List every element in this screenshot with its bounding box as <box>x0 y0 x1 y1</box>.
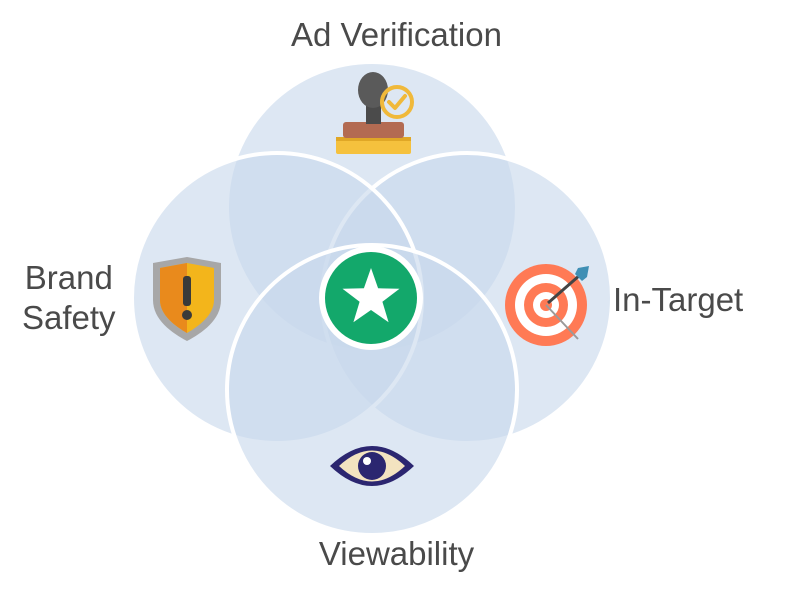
circle-viewability <box>225 243 519 537</box>
label-in-target: In-Target <box>613 281 744 318</box>
label-ad-verification: Ad Verification <box>291 16 502 53</box>
target-icon <box>505 264 589 346</box>
eye-icon <box>330 446 414 486</box>
label-brand-safety-line2: Safety <box>22 299 116 337</box>
label-brand-safety-line1: Brand <box>24 259 113 296</box>
rubber-stamp-icon <box>336 72 414 154</box>
label-viewability: Viewability <box>318 535 475 572</box>
label-brand-safety: Brand Safety <box>22 258 116 339</box>
star-icon <box>319 246 423 350</box>
warning-shield-icon <box>153 257 221 341</box>
